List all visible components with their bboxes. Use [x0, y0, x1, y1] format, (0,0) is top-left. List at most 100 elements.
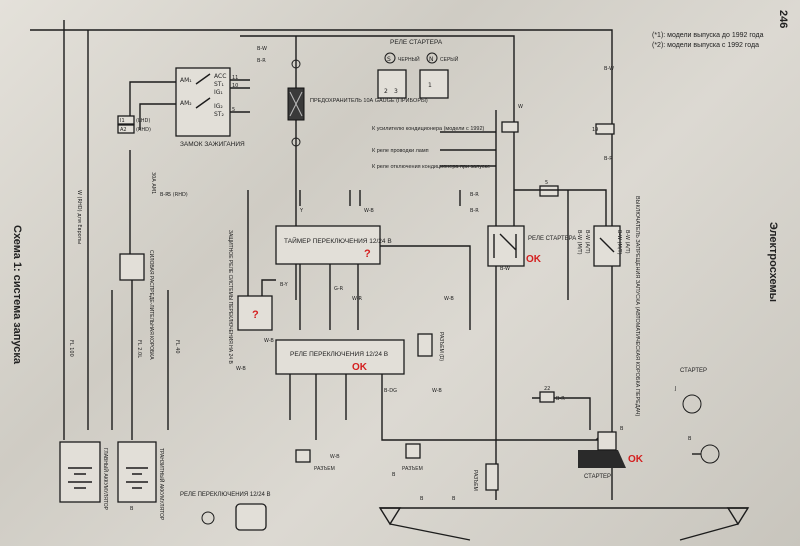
bottom-connector-3: [485, 463, 499, 491]
starter-relay-conn-label: РЕЛЕ СТАРТЕРА: [390, 39, 443, 46]
fuse-strip-bot: 5 (RHD): [168, 192, 188, 198]
neutral-switch-contact: [599, 237, 615, 253]
protect-relay-label: ЗАЩИТНОЕ РЕЛЕ СИСТЕМЫ ПЕРЕКЛЮЧЕНИЯ НА 24…: [227, 230, 233, 364]
protect-relay-wires: [247, 190, 276, 296]
wire-code-b-4: B: [392, 472, 396, 478]
conn-box-5: [539, 185, 559, 197]
starter-relay-label: РЕЛЕ СТАРТЕРА: [528, 236, 576, 242]
left-frame-wire: [30, 20, 89, 440]
bottom-connector-2-label: РАЗЪЕМ: [402, 466, 423, 472]
starter-term-b: B: [620, 426, 624, 432]
wire-code-b-2: B: [420, 496, 424, 502]
starter-relay-coil: [493, 233, 517, 258]
starter-legend-connector: [682, 394, 702, 414]
conn-box-22: [539, 391, 555, 403]
protect-relay-question: ?: [252, 309, 259, 321]
starter-solenoid: [597, 431, 617, 451]
switch-relay-label: РЕЛЕ ПЕРЕКЛЮЧЕНИЯ 12/24 В: [290, 351, 388, 358]
note-ac-cutoff: К реле отключения кондиционера при запус…: [372, 164, 490, 170]
pin-code-i1: I1: [120, 118, 125, 124]
main-battery-label: ГЛАВНЫЙ АККУМУЛЯТОР: [102, 448, 110, 511]
fuse-link-20: FL 2.0L: [136, 340, 142, 358]
term-ig2: IG₂: [214, 103, 223, 110]
conn-box-19: [595, 123, 615, 135]
wire-num-19: 19: [592, 127, 598, 133]
timer-box: [275, 225, 381, 265]
wire-code-wb-1: W-B: [364, 208, 374, 214]
neutral-switch-wires: [514, 189, 607, 300]
sub-battery-box: [117, 441, 157, 503]
pin-code-a2: A2: [120, 127, 127, 133]
starter-legend-label: СТАРТЕР: [680, 368, 707, 374]
bottom-connector-2: [405, 443, 421, 459]
sub-relay-terminal-a: [201, 511, 215, 525]
conn-s-block: [377, 69, 407, 99]
wire-code-bdg: B-DG: [384, 388, 397, 394]
neutral-switch-label: ВЫКЛЮЧАТЕЛЬ ЗАПРЕЩЕНИЯ ЗАПУСКА (АВТОМАТИ…: [634, 196, 640, 416]
conn-box-upper: [501, 121, 519, 133]
conn-pin-3: 3: [394, 88, 398, 95]
wire-code-wb-2: W-B: [264, 338, 274, 344]
wire-code-br-2: B-R: [604, 156, 613, 162]
at-label-1: B-W (A/T): [584, 230, 590, 254]
top-main-wire: [88, 29, 613, 500]
power-box-label: СИЛОВАЯ РАСПРЕДЕ-ЛИТЕЛЬНАЯ КОРОБКА: [148, 250, 154, 360]
bw-wire: [240, 35, 515, 120]
term-st1: ST₁: [214, 81, 224, 88]
wire-code-b-1: B: [130, 506, 134, 512]
bottom-wire-code: W-B: [330, 454, 340, 460]
pin-10: 10: [232, 83, 238, 89]
connector-d-label: РАЗЪЕМ (D): [438, 332, 444, 361]
neutral-switch-box: [593, 225, 621, 267]
ignition-wires: [129, 79, 250, 130]
mt-label-2: B-W (M/T): [616, 230, 622, 255]
sub-battery-label: ТРАНЗИТНЫЙ АККУМУЛЯТОР: [158, 448, 166, 521]
term-ig1: IG₁: [214, 89, 223, 96]
ground-bus: [380, 507, 748, 541]
power-distribution-box: [119, 253, 145, 281]
conn-black: ЧЕРНЫЙ: [398, 55, 420, 63]
wire-code-wr: W-R: [352, 296, 363, 302]
wire-code-wb-5: W-B: [236, 366, 246, 372]
conn-pin-2: 2: [384, 88, 388, 95]
diagram-title: Схема 1: система запуска: [11, 225, 23, 365]
ignition-switch-label: ЗАМОК ЗАЖИГАНИЯ: [180, 141, 245, 148]
wire-code-br-1: B-R: [257, 58, 266, 64]
starter-relay-feed: [495, 110, 515, 500]
starter-motor-symbol: [578, 450, 626, 468]
lhd-label: (LHD): [136, 118, 150, 124]
conn-gray: СЕРЫЙ: [440, 55, 459, 63]
wire-code-br-3: B-R: [470, 208, 479, 214]
wire-code-br-5: B-R: [470, 192, 479, 198]
wire-code-wb-4: W-B: [432, 388, 442, 394]
fuse-link-40: FL 40: [174, 340, 180, 354]
wire-code-bw-1: B-W: [257, 46, 267, 52]
starter-legend-term-j: J: [674, 386, 676, 392]
connector-d-box: [417, 333, 433, 357]
note-wires: [440, 131, 496, 167]
fuse-label: ПРЕДОХРАНИТЕЛЬ 10А GAUGE (ПРИБОРЫ): [310, 98, 428, 104]
pin-11: 11: [232, 75, 238, 81]
conn-pin-1: 1: [428, 82, 432, 89]
starter-label: СТАРТЕР: [584, 474, 611, 480]
fuse-link-100: FL 100: [68, 340, 74, 357]
term-am1: AM₁: [180, 77, 192, 84]
section-heading: Электросхемы: [767, 222, 779, 302]
term-st2: ST₂: [214, 111, 224, 118]
sub-relay-connector: [235, 503, 267, 531]
at-label-2: B-W (A/T): [624, 230, 630, 254]
starter-legend-term-b: B: [688, 436, 692, 442]
switch-contacts: [195, 73, 211, 109]
main-battery-box: [59, 441, 101, 503]
fuse-strip-am: 30A AM1: [150, 172, 156, 194]
wire-code-y: Y: [299, 208, 304, 214]
wire-code-bw-3: B-W: [500, 266, 510, 272]
conn-a2: [117, 124, 135, 134]
bottom-connector-1: [295, 449, 311, 463]
term-acc: ACC: [214, 73, 226, 80]
starter-feed-wire: [532, 397, 605, 441]
fuse-strip-mid: B-R: [160, 192, 169, 198]
conn-n-circle: [426, 52, 438, 64]
